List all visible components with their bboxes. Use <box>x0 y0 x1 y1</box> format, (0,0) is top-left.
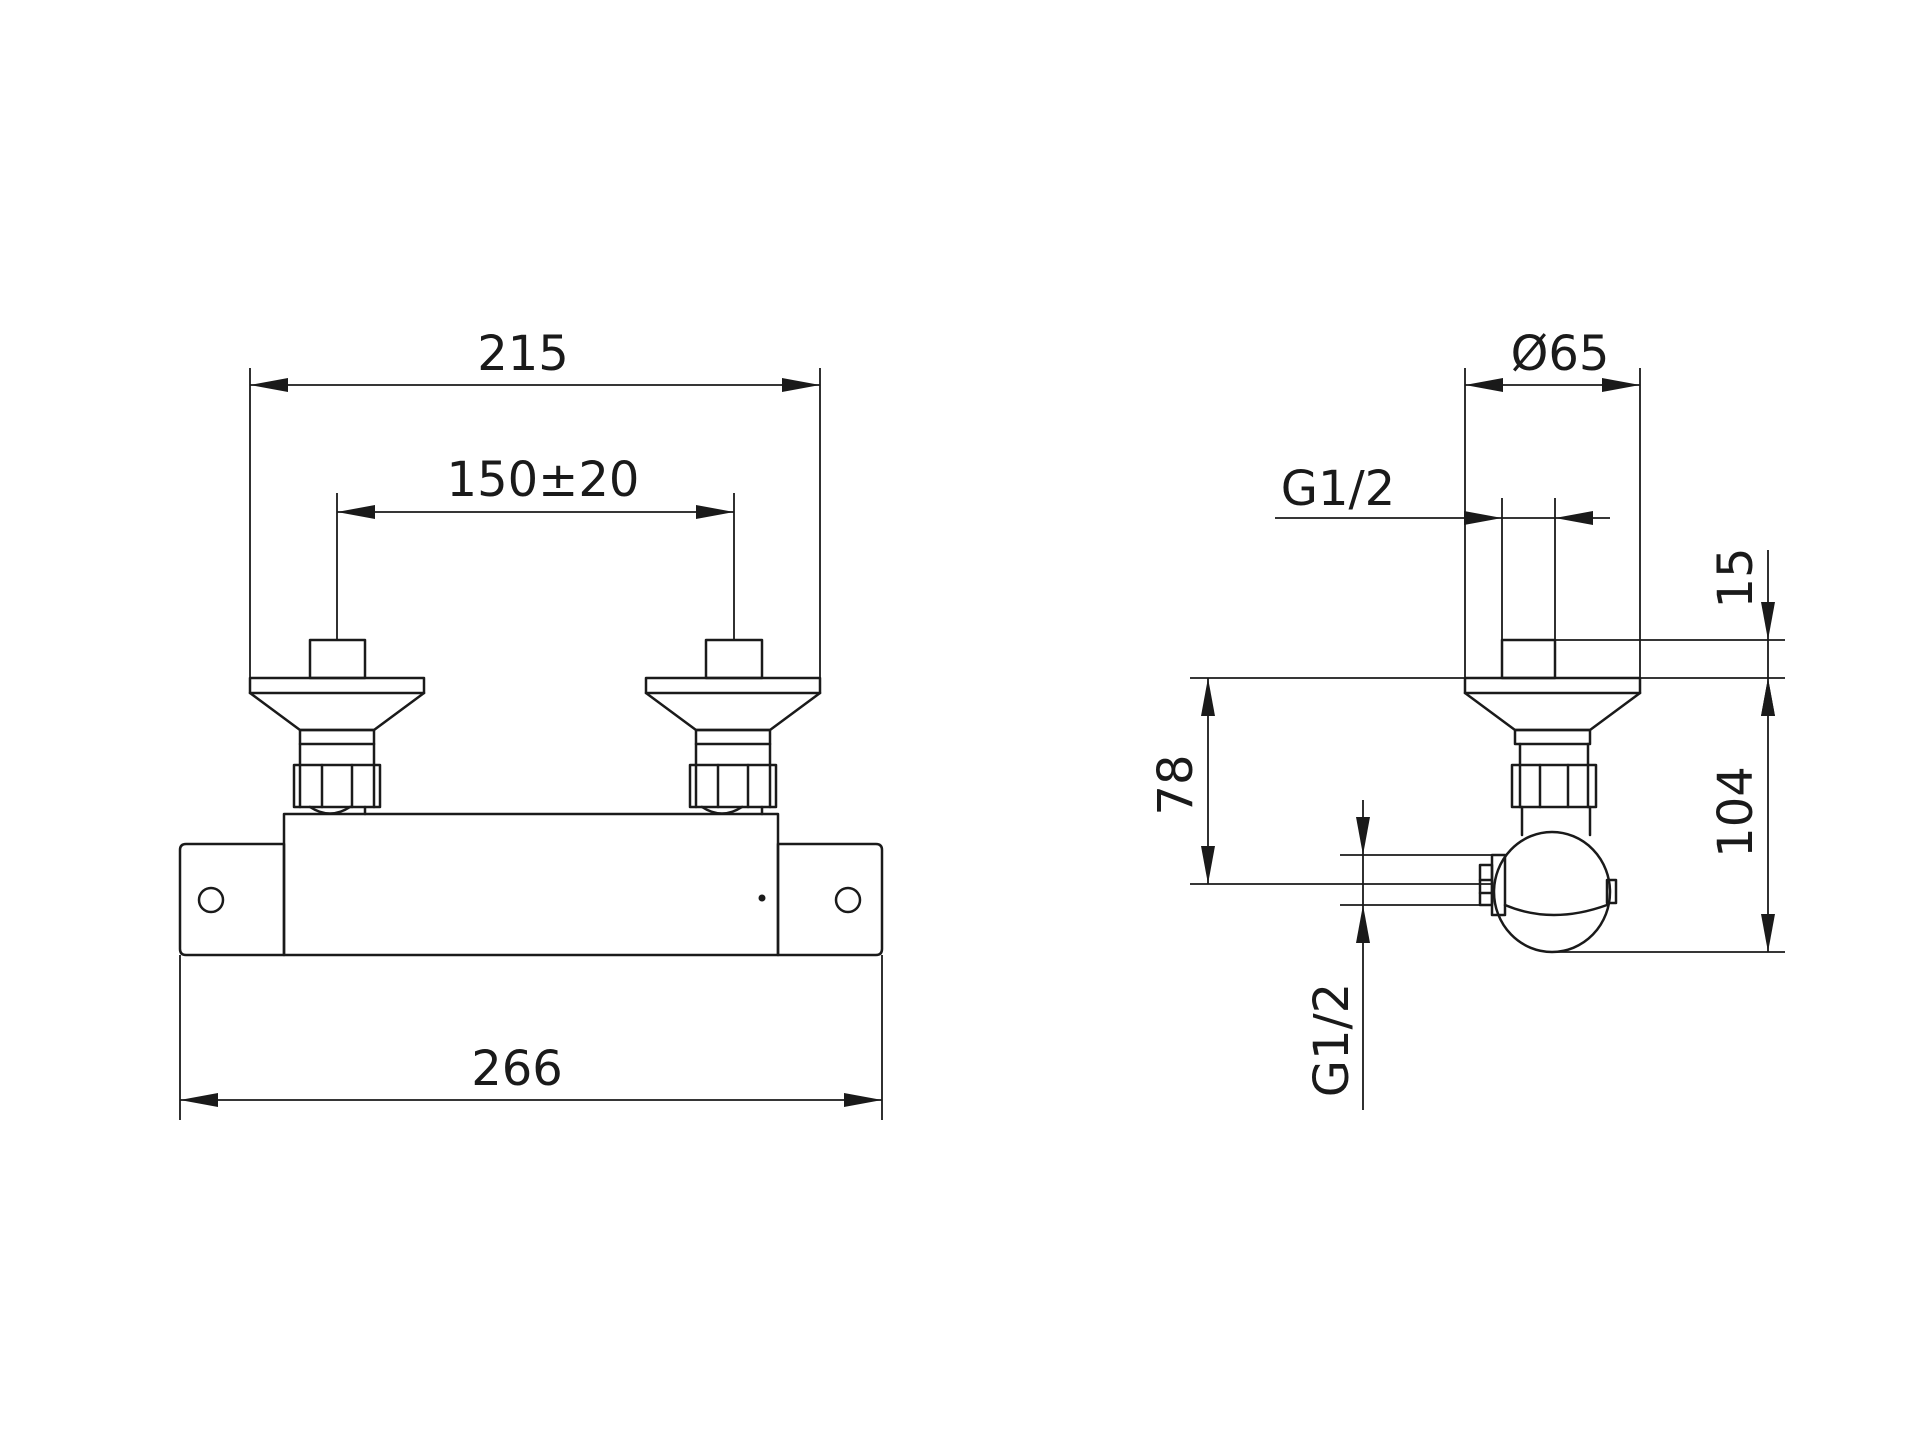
dimension-15: 15 <box>1708 547 1775 716</box>
dimension-inlet-thread: G1/2 <box>1275 461 1610 525</box>
right-connection <box>644 638 822 816</box>
dimension-215: 215 <box>249 326 821 678</box>
side-body <box>1478 805 1618 954</box>
dimension-label-104: 104 <box>1708 766 1764 858</box>
left-connection <box>248 638 426 816</box>
side-connection <box>1463 638 1642 809</box>
fixing-hole-right <box>834 886 862 914</box>
dimension-outlet-thread: G1/2 <box>1304 800 1370 1110</box>
dimension-266: 266 <box>179 955 883 1120</box>
dimension-diameter-65: Ø65 <box>1465 326 1640 392</box>
dimension-label-15: 15 <box>1708 547 1764 608</box>
dimension-label-diameter: Ø65 <box>1511 326 1610 382</box>
side-view: Ø65 G1/2 15 104 78 <box>1148 326 1785 1110</box>
mixer-body <box>178 812 884 957</box>
dimension-label-150: 150±20 <box>447 452 640 508</box>
dimension-label-266: 266 <box>471 1041 563 1097</box>
dimension-104: 104 <box>1708 678 1775 952</box>
dimension-label-outlet-thread: G1/2 <box>1304 983 1360 1097</box>
dimension-78: 78 <box>1148 678 1215 884</box>
fixing-hole-left <box>197 886 225 914</box>
dimension-label-215: 215 <box>477 326 569 382</box>
dimension-150: 150±20 <box>336 452 735 640</box>
dimension-label-78: 78 <box>1148 754 1204 815</box>
front-view: 215 150±20 266 <box>178 326 884 1120</box>
dimension-label-inlet-thread: G1/2 <box>1281 461 1395 517</box>
